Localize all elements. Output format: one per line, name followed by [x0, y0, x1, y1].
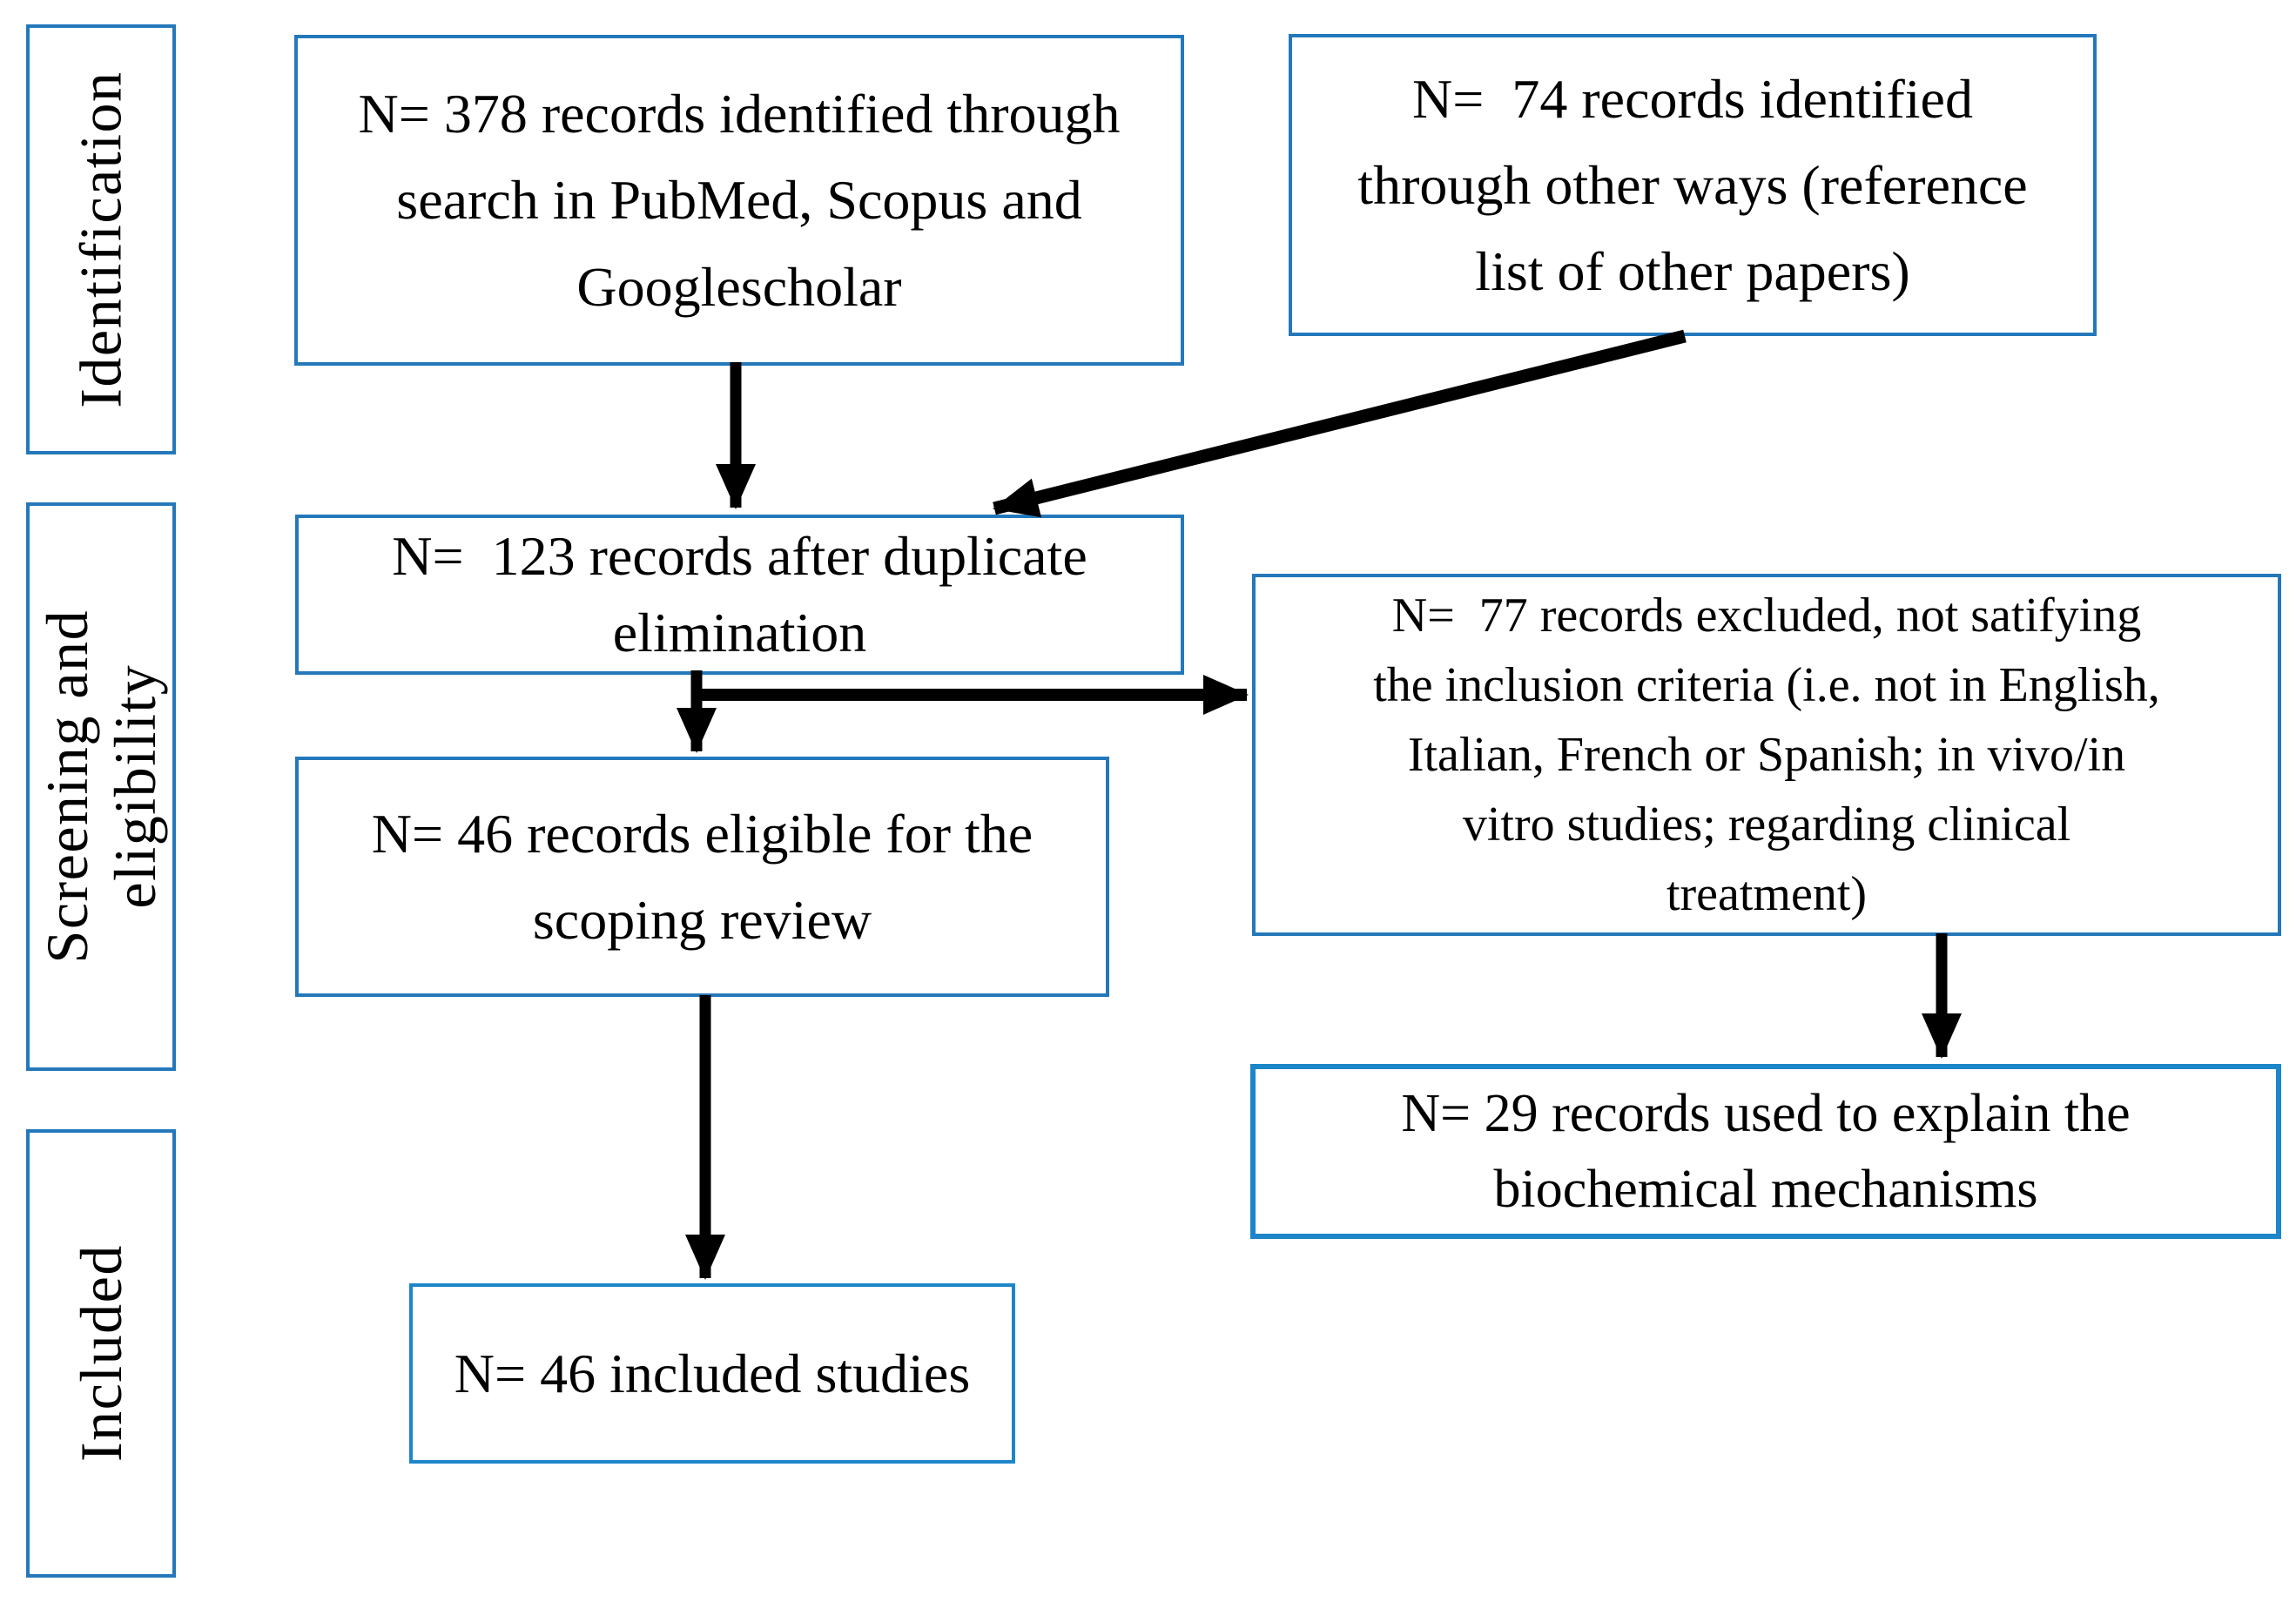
records-other-line2: through other ways (reference — [1357, 153, 2028, 216]
records-identified-line1: N= 378 records identified through — [358, 83, 1121, 145]
stage-label-screening-text: Screening and eligibility — [33, 609, 169, 964]
mechanisms-line1: N= 29 records used to explain the — [1401, 1083, 2131, 1143]
stage-label-screening-line2: eligibility — [102, 664, 168, 909]
stage-label-screening: Screening and eligibility — [26, 502, 176, 1071]
records-other-line3: list of other papers) — [1475, 240, 1910, 303]
stage-label-identification-text: Identification — [67, 71, 134, 408]
box-records-other-sources: N= 74 records identified through other w… — [1289, 34, 2097, 336]
box-included-studies: N= 46 included studies — [409, 1283, 1015, 1464]
records-identified-line3: Googlescholar — [576, 255, 902, 318]
duplicates-line1: N= 123 records after duplicate — [392, 524, 1087, 587]
excluded-line1: N= 77 records excluded, not satifying — [1391, 588, 2142, 643]
box-records-eligible: N= 46 records eligible for the scoping r… — [295, 757, 1109, 997]
excluded-line5: treatment) — [1666, 867, 1868, 922]
excluded-line4: vitro studies; regarding clinical — [1462, 798, 2071, 852]
box-records-identified: N= 378 records identified through search… — [294, 35, 1184, 366]
records-identified-line2: search in PubMed, Scopus and — [396, 169, 1082, 232]
stage-label-included-text: Included — [67, 1244, 134, 1463]
box-records-excluded: N= 77 records excluded, not satifying th… — [1252, 574, 2281, 936]
excluded-line2: the inclusion criteria (i.e. not in Engl… — [1373, 657, 2160, 712]
eligible-line2: scoping review — [532, 889, 872, 951]
excluded-line3: Italian, French or Spanish; in vivo/in — [1407, 727, 2126, 782]
mechanisms-line2: biochemical mechanisms — [1493, 1159, 2038, 1219]
included-studies-line1: N= 46 included studies — [454, 1342, 971, 1404]
stage-label-identification: Identification — [26, 24, 176, 454]
box-after-duplicate-elimination: N= 123 records after duplicate eliminati… — [295, 515, 1184, 675]
stage-label-screening-line1: Screening and — [33, 609, 100, 964]
duplicates-line2: elimination — [612, 602, 867, 663]
stage-label-included: Included — [26, 1129, 176, 1578]
records-other-line1: N= 74 records identified — [1412, 67, 1973, 130]
box-records-mechanisms: N= 29 records used to explain the bioche… — [1250, 1064, 2281, 1239]
eligible-line1: N= 46 records eligible for the — [371, 802, 1034, 865]
